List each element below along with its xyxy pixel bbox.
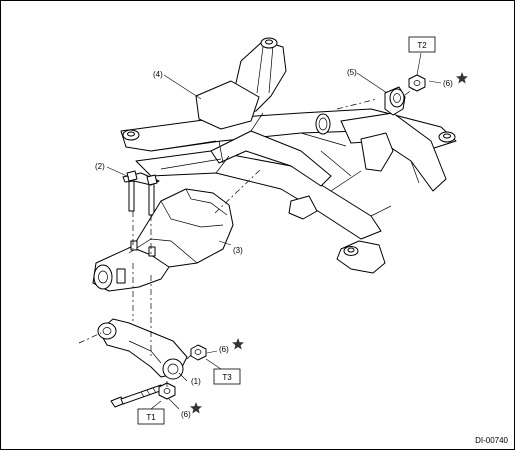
svg-text:T2: T2 <box>417 41 427 50</box>
nut-top <box>408 74 426 92</box>
callout-differential: (3) <box>233 246 243 255</box>
star-icon <box>232 338 244 350</box>
svg-text:T3: T3 <box>222 373 232 382</box>
leader-lines <box>106 52 442 410</box>
nut-bottom <box>158 382 176 400</box>
callout-nut-bottom: (6) <box>181 410 191 419</box>
torque-box-t3: T3 <box>213 368 241 385</box>
differential-assembly <box>92 188 234 292</box>
callout-nut-top: (6) <box>443 79 453 88</box>
callout-diff-member: (1) <box>191 377 201 386</box>
nut-middle <box>190 344 207 361</box>
star-icon <box>456 72 468 84</box>
crossmember-bushing <box>384 86 406 116</box>
mounting-bolt <box>110 384 164 408</box>
differential-front-member <box>97 318 188 380</box>
diagram-code: DI-00740 <box>475 436 508 445</box>
callout-nut-mid: (6) <box>219 345 229 354</box>
svg-text:T1: T1 <box>146 413 156 422</box>
star-icon <box>190 402 202 414</box>
torque-box-t2: T2 <box>408 36 436 53</box>
callout-stud-bolt: (2) <box>95 162 105 171</box>
callout-crossmember: (4) <box>153 70 163 79</box>
torque-box-t1: T1 <box>137 408 165 425</box>
alignment-lines <box>78 88 414 387</box>
callout-bushing: (5) <box>347 68 357 77</box>
rear-crossmember <box>120 37 457 274</box>
stud-bolts <box>122 170 160 216</box>
